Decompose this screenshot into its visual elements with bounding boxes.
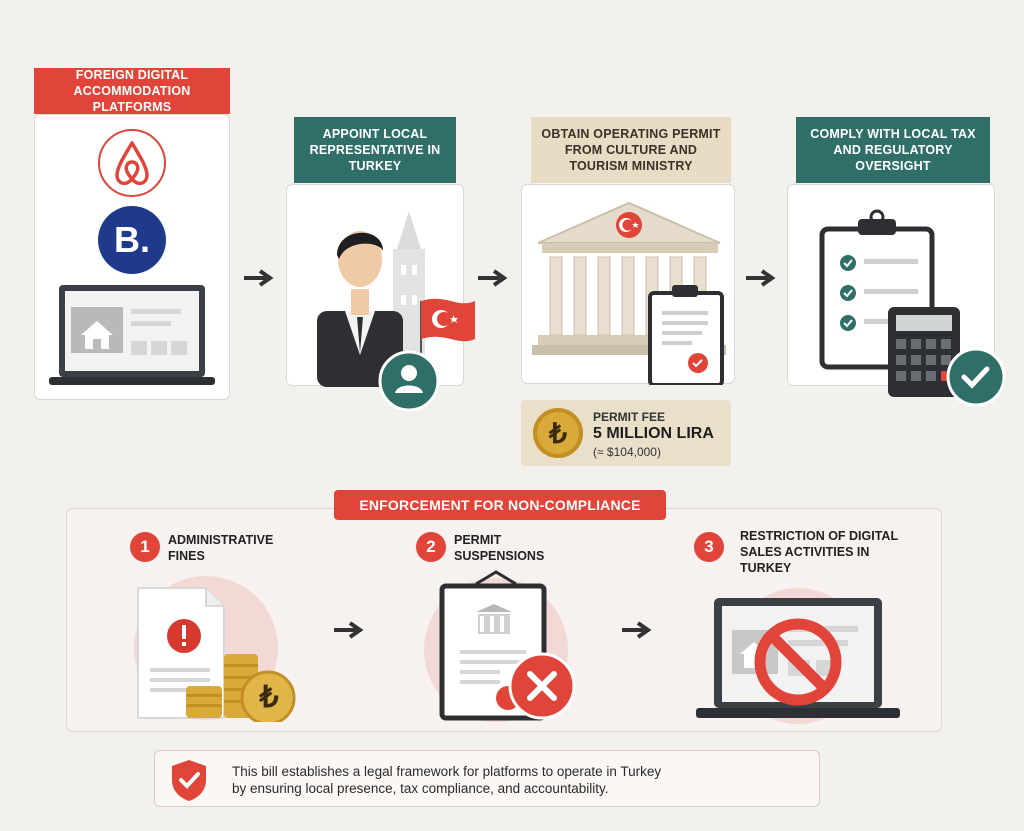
arrow-right-icon <box>746 269 776 287</box>
enforcement-number-1: 1 <box>130 532 160 562</box>
step-4-header: COMPLY WITH LOCAL TAX AND REGULATORY OVE… <box>796 117 990 183</box>
enforcement-label-2: PERMIT SUSPENSIONS <box>454 533 545 563</box>
step-2-title: APPOINT LOCAL REPRESENTATIVE IN TURKEY <box>309 127 441 173</box>
enforcement-label-1: ADMINISTRATIVE FINES <box>168 533 274 563</box>
representative-illustration <box>317 211 475 412</box>
step-1-title: FOREIGN DIGITAL ACCOMMODATION PLATFORMS <box>73 68 191 114</box>
ministry-illustration <box>532 201 726 387</box>
footer-note: This bill establishes a legal framework … <box>154 750 820 807</box>
laptop-icon <box>49 285 215 385</box>
fines-illustration <box>134 576 296 722</box>
step-3-card <box>521 184 735 387</box>
enforcement-label-3: RESTRICTION OF DIGITAL SALES ACTIVITIES … <box>740 529 898 575</box>
arrow-right-icon <box>622 621 652 639</box>
lira-coin-icon: ₺ <box>533 408 583 458</box>
coin-stack-icon <box>186 654 296 722</box>
enforcement-number-2: 2 <box>416 532 446 562</box>
step-3-title: OBTAIN OPERATING PERMIT FROM CULTURE AND… <box>541 127 721 173</box>
enforcement-number-3: 3 <box>694 532 724 562</box>
footer-line-2: by ensuring local presence, tax complian… <box>232 781 609 796</box>
step-1-header: FOREIGN DIGITAL ACCOMMODATION PLATFORMS <box>34 68 230 114</box>
step-1-card: B. <box>34 114 230 400</box>
step-2-card <box>286 184 475 412</box>
lira-symbol: ₺ <box>259 681 279 714</box>
arrow-right-icon <box>478 269 508 287</box>
booking-logo-icon <box>98 206 166 274</box>
cancel-x-icon <box>508 652 576 720</box>
turkey-emblem-icon <box>616 212 642 238</box>
booking-logo-text: B. <box>114 219 150 260</box>
platform-illustration <box>49 129 215 385</box>
footer-line-1: This bill establishes a legal framework … <box>232 764 662 779</box>
footer-text: This bill establishes a legal framework … <box>232 763 661 797</box>
fee-usd: (≈ $104,000) <box>593 445 661 459</box>
prohibited-icon <box>754 618 842 706</box>
calculator-icon <box>888 307 960 397</box>
arrow-right-icon <box>334 621 364 639</box>
fee-amount: 5 MILLION LIRA <box>593 425 714 442</box>
step-3-header: OBTAIN OPERATING PERMIT FROM CULTURE AND… <box>531 117 731 183</box>
enforcement-title: ENFORCEMENT FOR NON-COMPLIANCE <box>359 497 641 513</box>
enforcement-header: ENFORCEMENT FOR NON-COMPLIANCE <box>334 490 666 520</box>
step-4-card <box>787 184 1006 407</box>
user-badge-icon <box>378 350 440 412</box>
step-4-title: COMPLY WITH LOCAL TAX AND REGULATORY OVE… <box>810 127 976 173</box>
fee-label: PERMIT FEE <box>593 410 666 424</box>
compliance-illustration <box>819 209 1006 407</box>
permit-fee-box: ₺ PERMIT FEE 5 MILLION LIRA (≈ $104,000) <box>521 400 731 466</box>
airbnb-logo-icon <box>98 129 166 197</box>
step-2-header: APPOINT LOCAL REPRESENTATIVE IN TURKEY <box>294 117 456 183</box>
permit-clipboard-icon <box>648 285 724 387</box>
turkey-flag-icon <box>420 298 475 355</box>
suspension-illustration <box>424 570 576 722</box>
restriction-illustration <box>696 588 900 724</box>
checkmark-badge-icon <box>946 347 1006 407</box>
shield-check-icon <box>172 760 206 801</box>
arrow-right-icon <box>244 269 274 287</box>
